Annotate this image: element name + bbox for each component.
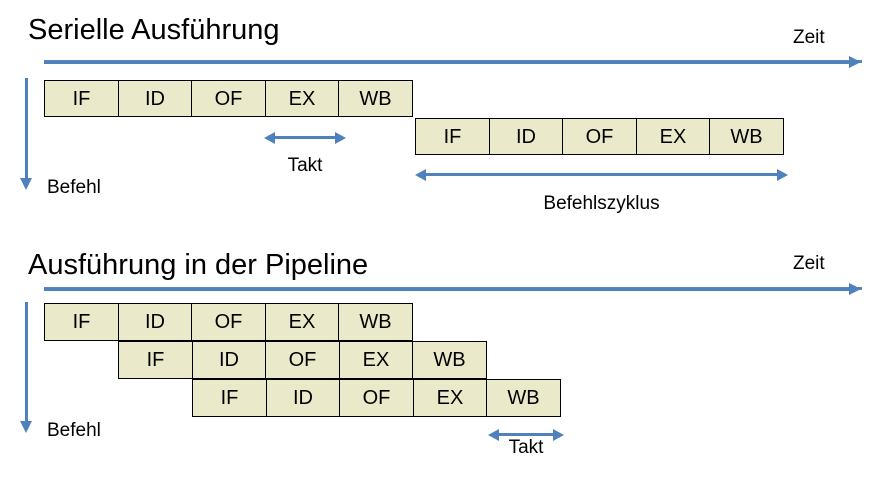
arrow-head-left-icon [488, 428, 499, 441]
arrow-head-down-icon [20, 178, 32, 190]
stage-cell: OF [191, 303, 266, 341]
arrow-head-right-icon [849, 283, 861, 295]
arrow-head-right-icon [553, 428, 564, 441]
arrow-head-left-icon [415, 168, 426, 181]
table-row: IF ID OF EX WB [44, 303, 413, 341]
instruction-axis-label-serial: Befehl [47, 177, 101, 198]
stage-cell: OF [191, 80, 266, 117]
measure-arrow-takt-pipeline [488, 428, 564, 441]
measure-label-befehlszyklus: Befehlszyklus [543, 193, 660, 214]
stage-cell: EX [412, 379, 488, 417]
arrow-head-right-icon [849, 56, 861, 68]
stage-cell: IF [44, 303, 119, 341]
stage-cell: OF [265, 341, 340, 379]
stage-cell: WB [486, 379, 561, 417]
stage-cell: IF [192, 379, 267, 417]
stage-cell: IF [415, 118, 490, 155]
stage-cell: OF [339, 379, 414, 417]
measure-arrow-befehlszyklus [415, 168, 788, 181]
measure-arrow-takt-serial [264, 131, 346, 144]
time-axis-pipeline [44, 283, 861, 295]
time-axis-serial [44, 56, 861, 68]
table-row: IF ID OF EX WB [44, 80, 413, 117]
stage-cell: EX [635, 118, 711, 155]
table-row: IF ID OF EX WB [192, 379, 561, 417]
stage-cell: WB [709, 118, 784, 155]
stage-cell: ID [117, 303, 193, 341]
arrow-head-down-icon [20, 421, 32, 433]
stage-cell: IF [44, 80, 119, 117]
arrow-head-right-icon [777, 168, 788, 181]
stage-cell: WB [338, 80, 413, 117]
page-title-serial: Serielle Ausführung [28, 14, 280, 46]
stage-cell: WB [338, 303, 413, 341]
arrow-head-left-icon [264, 131, 275, 144]
stage-cell: IF [118, 341, 193, 379]
table-row: IF ID OF EX WB [415, 118, 784, 155]
stage-cell: ID [488, 118, 564, 155]
stage-cell: WB [412, 341, 487, 379]
arrow-head-right-icon [335, 131, 346, 144]
measure-label-takt-serial: Takt [287, 155, 323, 176]
instruction-axis-pipeline [20, 302, 32, 433]
instruction-axis-label-pipeline: Befehl [47, 420, 101, 441]
stage-cell: EX [264, 80, 340, 117]
instruction-axis-serial [20, 78, 32, 190]
stage-cell: OF [562, 118, 637, 155]
time-axis-label-serial: Zeit [793, 27, 825, 48]
time-axis-label-pipeline: Zeit [793, 253, 825, 274]
page-title-pipeline: Ausführung in der Pipeline [28, 249, 369, 281]
stage-cell: ID [265, 379, 341, 417]
stage-cell: ID [117, 80, 193, 117]
table-row: IF ID OF EX WB [118, 341, 487, 379]
stage-cell: EX [338, 341, 414, 379]
stage-cell: EX [264, 303, 340, 341]
stage-cell: ID [191, 341, 267, 379]
measure-label-takt-pipeline: Takt [508, 437, 544, 458]
